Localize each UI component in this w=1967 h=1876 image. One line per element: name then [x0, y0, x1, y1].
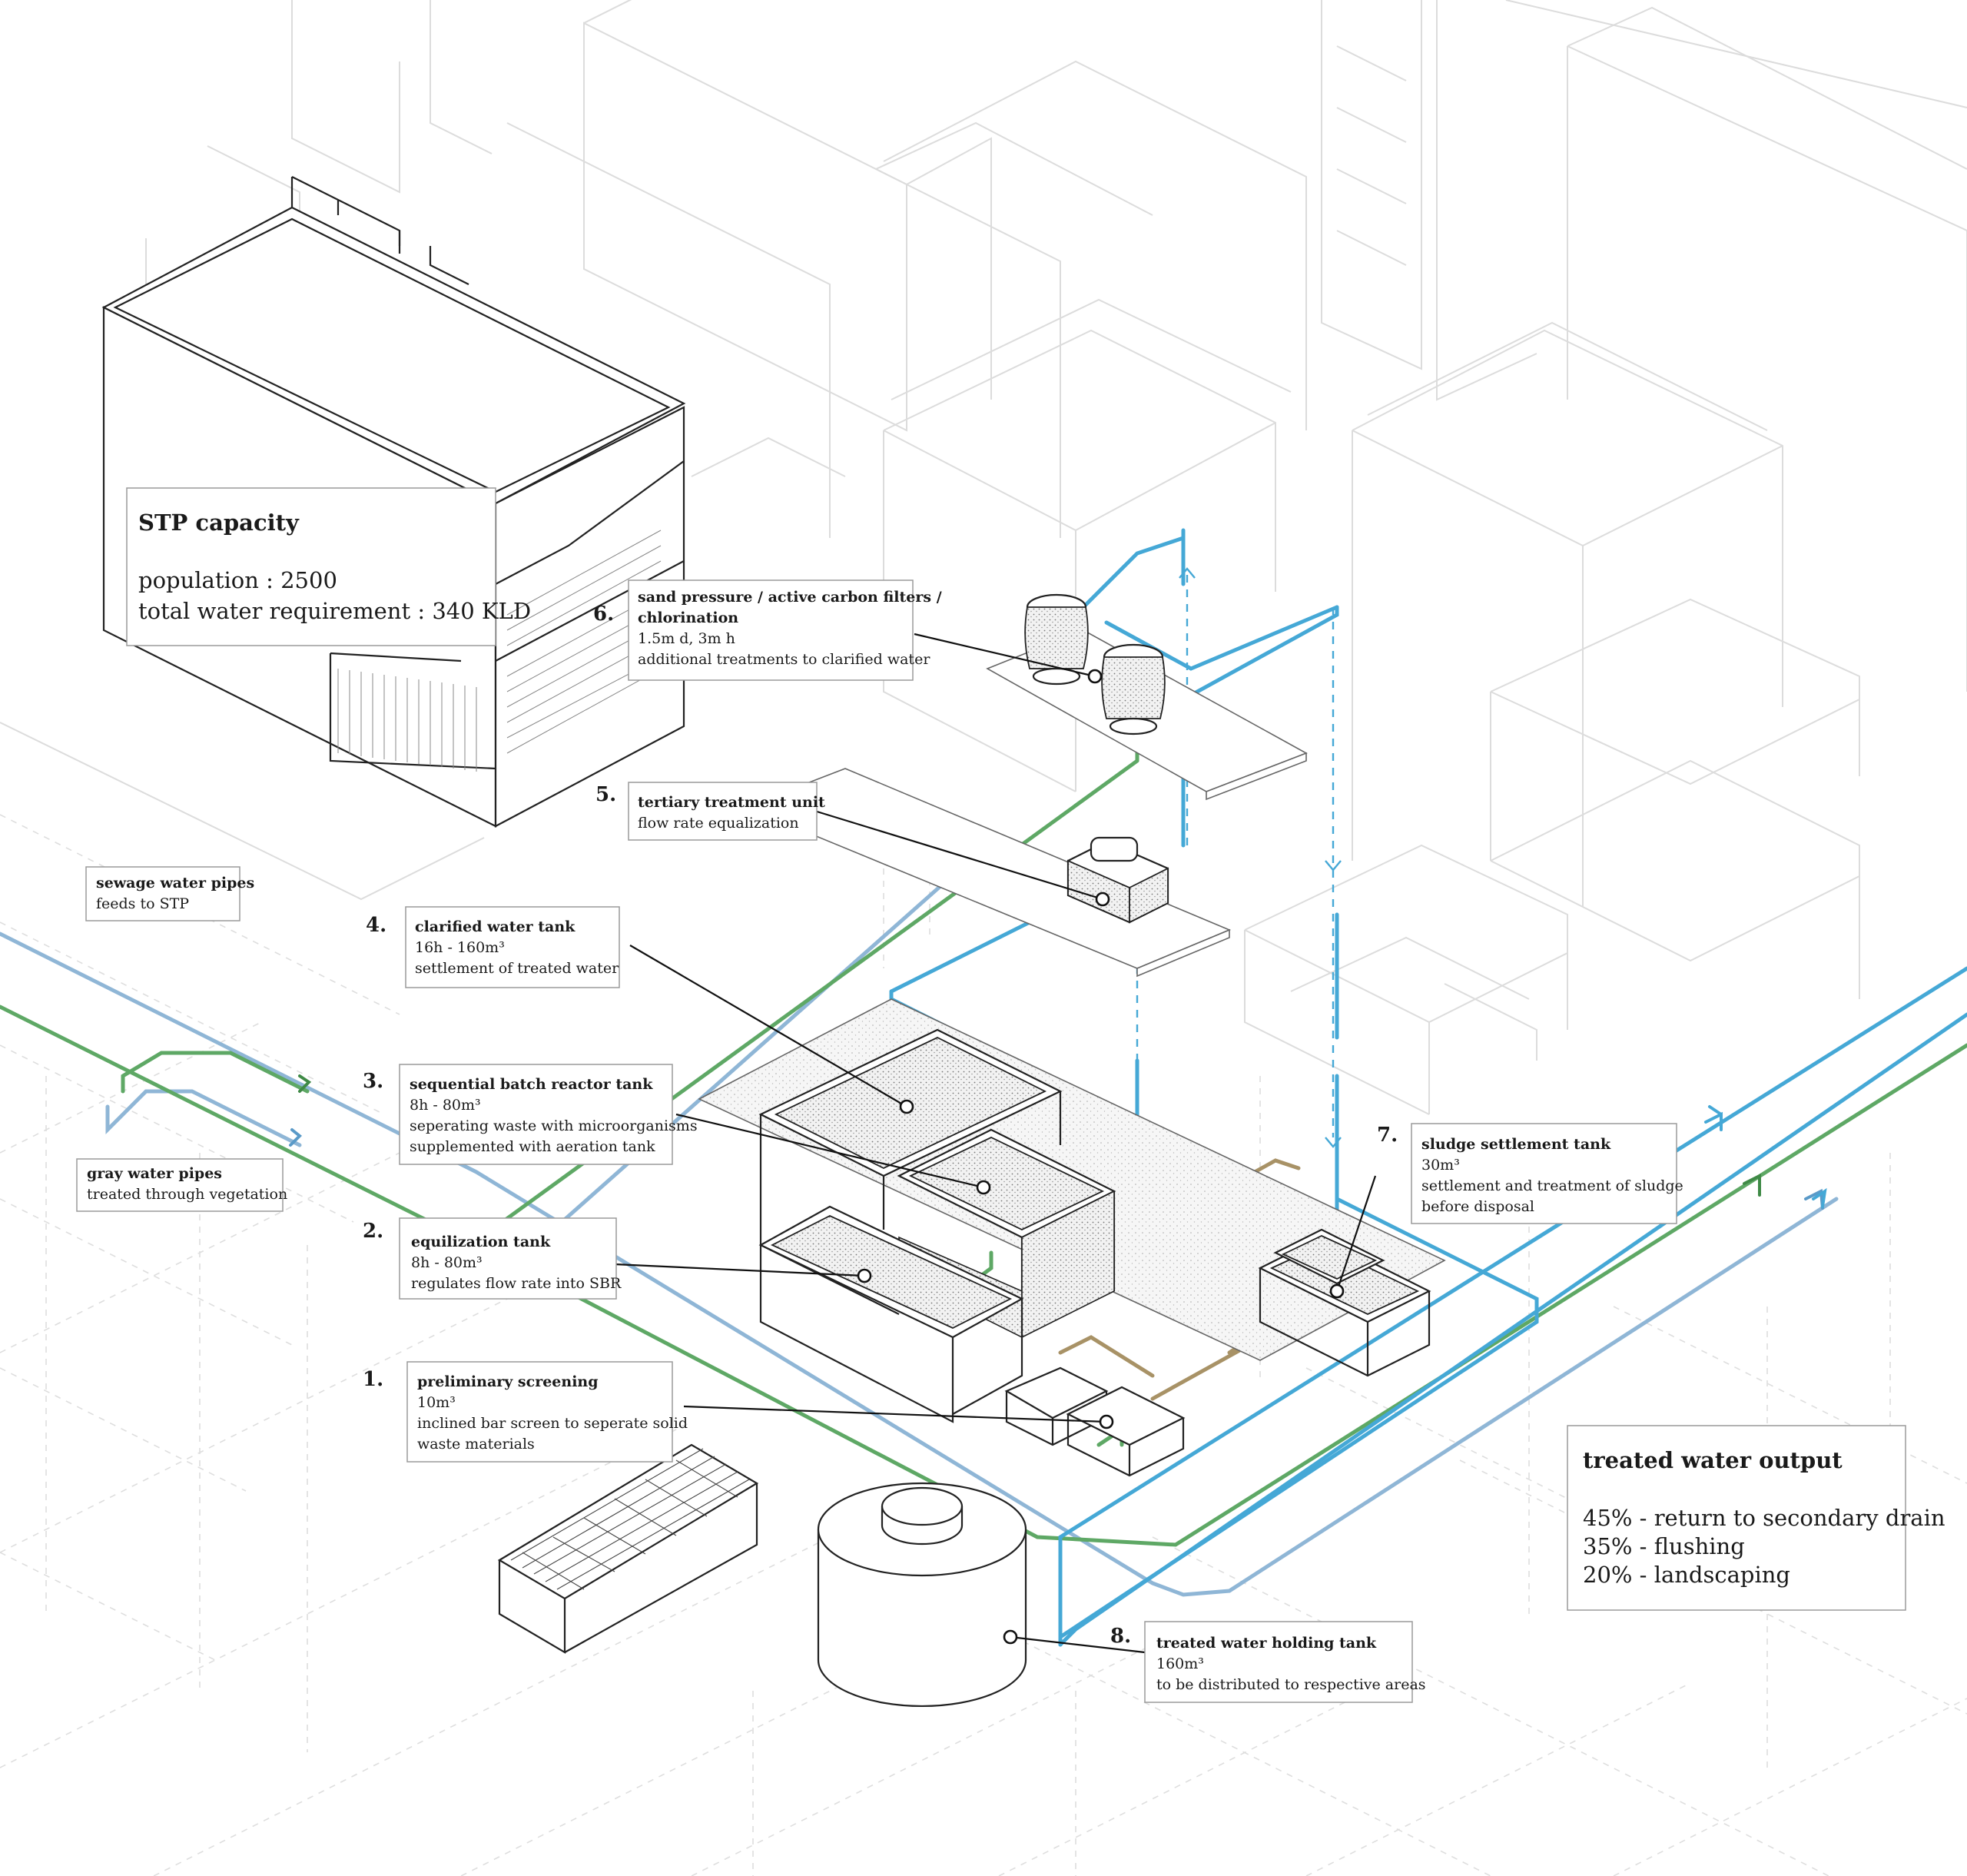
- holding-tank: [817, 1482, 1027, 1708]
- step-4-number: 4.: [366, 914, 386, 937]
- tertiary-plate: [743, 768, 1232, 978]
- step-1-title: preliminary screening: [417, 1373, 599, 1390]
- step-6-line-2: additional treatments to clarified water: [638, 651, 930, 668]
- capacity-water-requirement: total water requirement : 340 KLD: [138, 598, 531, 624]
- step-4-line-2: settlement of treated water: [415, 960, 619, 977]
- context-buildings: [0, 0, 1967, 1115]
- step-7-label: 7. sludge settlement tank 30m³ settlemen…: [1377, 1123, 1683, 1224]
- gray-water-pipes: [0, 866, 1839, 1597]
- step-8-line-2: to be distributed to respective areas: [1156, 1676, 1426, 1693]
- step-3-line-2: seperating waste with microorganisms: [410, 1117, 698, 1134]
- step-8-number: 8.: [1110, 1625, 1131, 1648]
- step-6-label: 6. sand pressure / active carbon filters…: [593, 579, 942, 681]
- step-2-label: 2. equilization tank 8h - 80m³ regulates…: [363, 1217, 622, 1300]
- sewage-label-title: sewage water pipes: [96, 875, 254, 892]
- capacity-card: STP capacity population : 2500 total wat…: [126, 487, 531, 646]
- step-2-number: 2.: [363, 1220, 383, 1243]
- step-1-number: 1.: [363, 1368, 383, 1391]
- step-7-line-3: before disposal: [1421, 1198, 1534, 1215]
- output-title: treated water output: [1583, 1447, 1843, 1473]
- step-3-title: sequential batch reactor tank: [410, 1076, 653, 1093]
- step-7-title: sludge settlement tank: [1421, 1136, 1611, 1153]
- capacity-population: population : 2500: [138, 567, 337, 593]
- sewage-label-desc: feeds to STP: [96, 895, 189, 912]
- step-4-title: clarified water tank: [415, 918, 576, 935]
- step-1-label: 1. preliminary screening 10m³ inclined b…: [363, 1361, 688, 1463]
- step-3-label: 3. sequential batch reactor tank 8h - 80…: [363, 1064, 698, 1165]
- step-7-line-2: settlement and treatment of sludge: [1421, 1177, 1683, 1194]
- step-6-line-1: 1.5m d, 3m h: [638, 630, 735, 647]
- treatment-platform: [698, 998, 1446, 1477]
- gray-pipes-label: gray water pipes treated through vegetat…: [76, 1158, 287, 1212]
- output-line-1: 45% - return to secondary drain: [1583, 1505, 1945, 1531]
- step-3-number: 3.: [363, 1070, 383, 1093]
- gray-label-title: gray water pipes: [87, 1165, 222, 1182]
- leader-lines: [614, 633, 1377, 1654]
- gray-label-desc: treated through vegetation: [87, 1186, 287, 1203]
- step-3-line-1: 8h - 80m³: [410, 1097, 481, 1114]
- step-2-line-1: 8h - 80m³: [411, 1254, 483, 1271]
- step-4-label: 4. clarified water tank 16h - 160m³ sett…: [366, 906, 620, 988]
- step-7-line-1: 30m³: [1421, 1157, 1460, 1174]
- step-6-title: sand pressure / active carbon filters /: [638, 589, 942, 606]
- step-6-title-2: chlorination: [638, 609, 738, 626]
- shed: [497, 1443, 759, 1654]
- ground-grid: [0, 807, 1967, 1876]
- step-5-line-1: flow rate equalization: [638, 815, 799, 832]
- step-6-number: 6.: [593, 603, 614, 626]
- output-line-3: 20% - landscaping: [1583, 1562, 1790, 1588]
- step-5-title: tertiary treatment unit: [638, 794, 825, 811]
- filter-plate: [986, 593, 1308, 801]
- step-8-label: 8. treated water holding tank 160m³ to b…: [1110, 1621, 1426, 1703]
- step-1-line-2: inclined bar screen to seperate solid: [417, 1415, 688, 1432]
- step-7-number: 7.: [1377, 1124, 1398, 1147]
- output-card: treated water output 45% - return to sec…: [1567, 1425, 1945, 1611]
- step-2-title: equilization tank: [411, 1234, 551, 1250]
- step-3-line-3: supplemented with aeration tank: [410, 1138, 655, 1155]
- step-8-title: treated water holding tank: [1156, 1635, 1377, 1652]
- step-5-label: 5. tertiary treatment unit flow rate equ…: [595, 782, 825, 841]
- step-1-line-1: 10m³: [417, 1394, 456, 1411]
- step-5-number: 5.: [595, 783, 616, 806]
- capacity-title: STP capacity: [138, 510, 300, 536]
- step-2-line-2: regulates flow rate into SBR: [411, 1275, 622, 1292]
- step-1-line-3: waste materials: [417, 1436, 535, 1453]
- output-line-2: 35% - flushing: [1583, 1533, 1745, 1559]
- step-4-line-1: 16h - 160m³: [415, 939, 505, 956]
- sewage-pipes-label: sewage water pipes feeds to STP: [85, 866, 254, 921]
- step-8-line-1: 160m³: [1156, 1655, 1204, 1672]
